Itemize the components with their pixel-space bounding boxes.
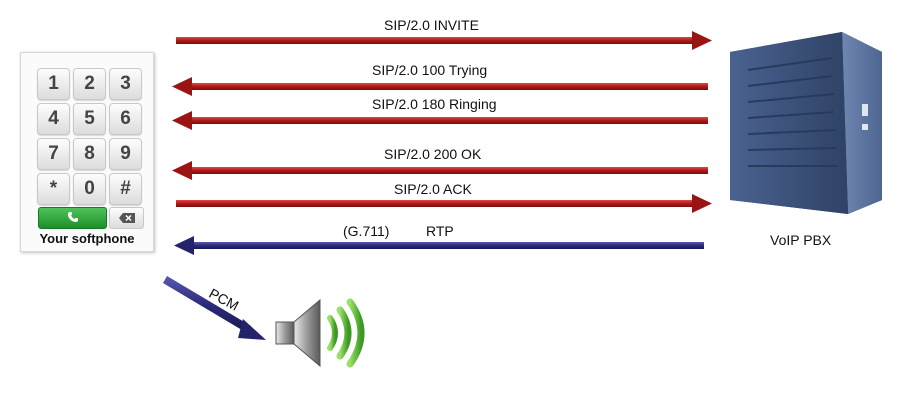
trying-arrow xyxy=(172,77,708,96)
key-5[interactable]: 5 xyxy=(73,103,106,135)
invite-arrow xyxy=(176,31,712,50)
phone-icon xyxy=(67,212,78,222)
backspace-icon xyxy=(118,213,135,223)
softphone-caption: Your softphone xyxy=(39,231,135,246)
codec-label: (G.711) xyxy=(343,223,390,239)
ringing-arrow xyxy=(172,111,708,130)
rtp-arrow xyxy=(174,236,704,255)
ack-arrow xyxy=(176,194,712,213)
backspace-button[interactable] xyxy=(109,207,144,229)
ringing-label: SIP/2.0 180 Ringing xyxy=(372,96,497,112)
softphone-card: 1 2 3 4 5 6 7 8 9 * 0 # Your softphone xyxy=(20,52,154,252)
key-9[interactable]: 9 xyxy=(109,138,142,170)
key-hash[interactable]: # xyxy=(109,173,142,205)
invite-label: SIP/2.0 INVITE xyxy=(384,17,479,33)
key-6[interactable]: 6 xyxy=(109,103,142,135)
key-0[interactable]: 0 xyxy=(73,173,106,205)
ack-label: SIP/2.0 ACK xyxy=(394,181,472,197)
speaker-icon xyxy=(275,298,365,368)
call-button[interactable] xyxy=(38,207,107,229)
ok-arrow xyxy=(172,161,708,180)
key-7[interactable]: 7 xyxy=(37,138,70,170)
pcm-arrow xyxy=(163,276,266,340)
key-4[interactable]: 4 xyxy=(37,103,70,135)
pbx-caption: VoIP PBX xyxy=(770,232,832,248)
key-1[interactable]: 1 xyxy=(37,68,70,100)
ok-label: SIP/2.0 200 OK xyxy=(384,146,482,162)
trying-label: SIP/2.0 100 Trying xyxy=(372,62,488,78)
key-8[interactable]: 8 xyxy=(73,138,106,170)
key-star[interactable]: * xyxy=(37,173,70,205)
rtp-label: RTP xyxy=(426,223,454,239)
key-3[interactable]: 3 xyxy=(109,68,142,100)
server-tower-icon xyxy=(730,32,882,214)
key-2[interactable]: 2 xyxy=(73,68,106,100)
